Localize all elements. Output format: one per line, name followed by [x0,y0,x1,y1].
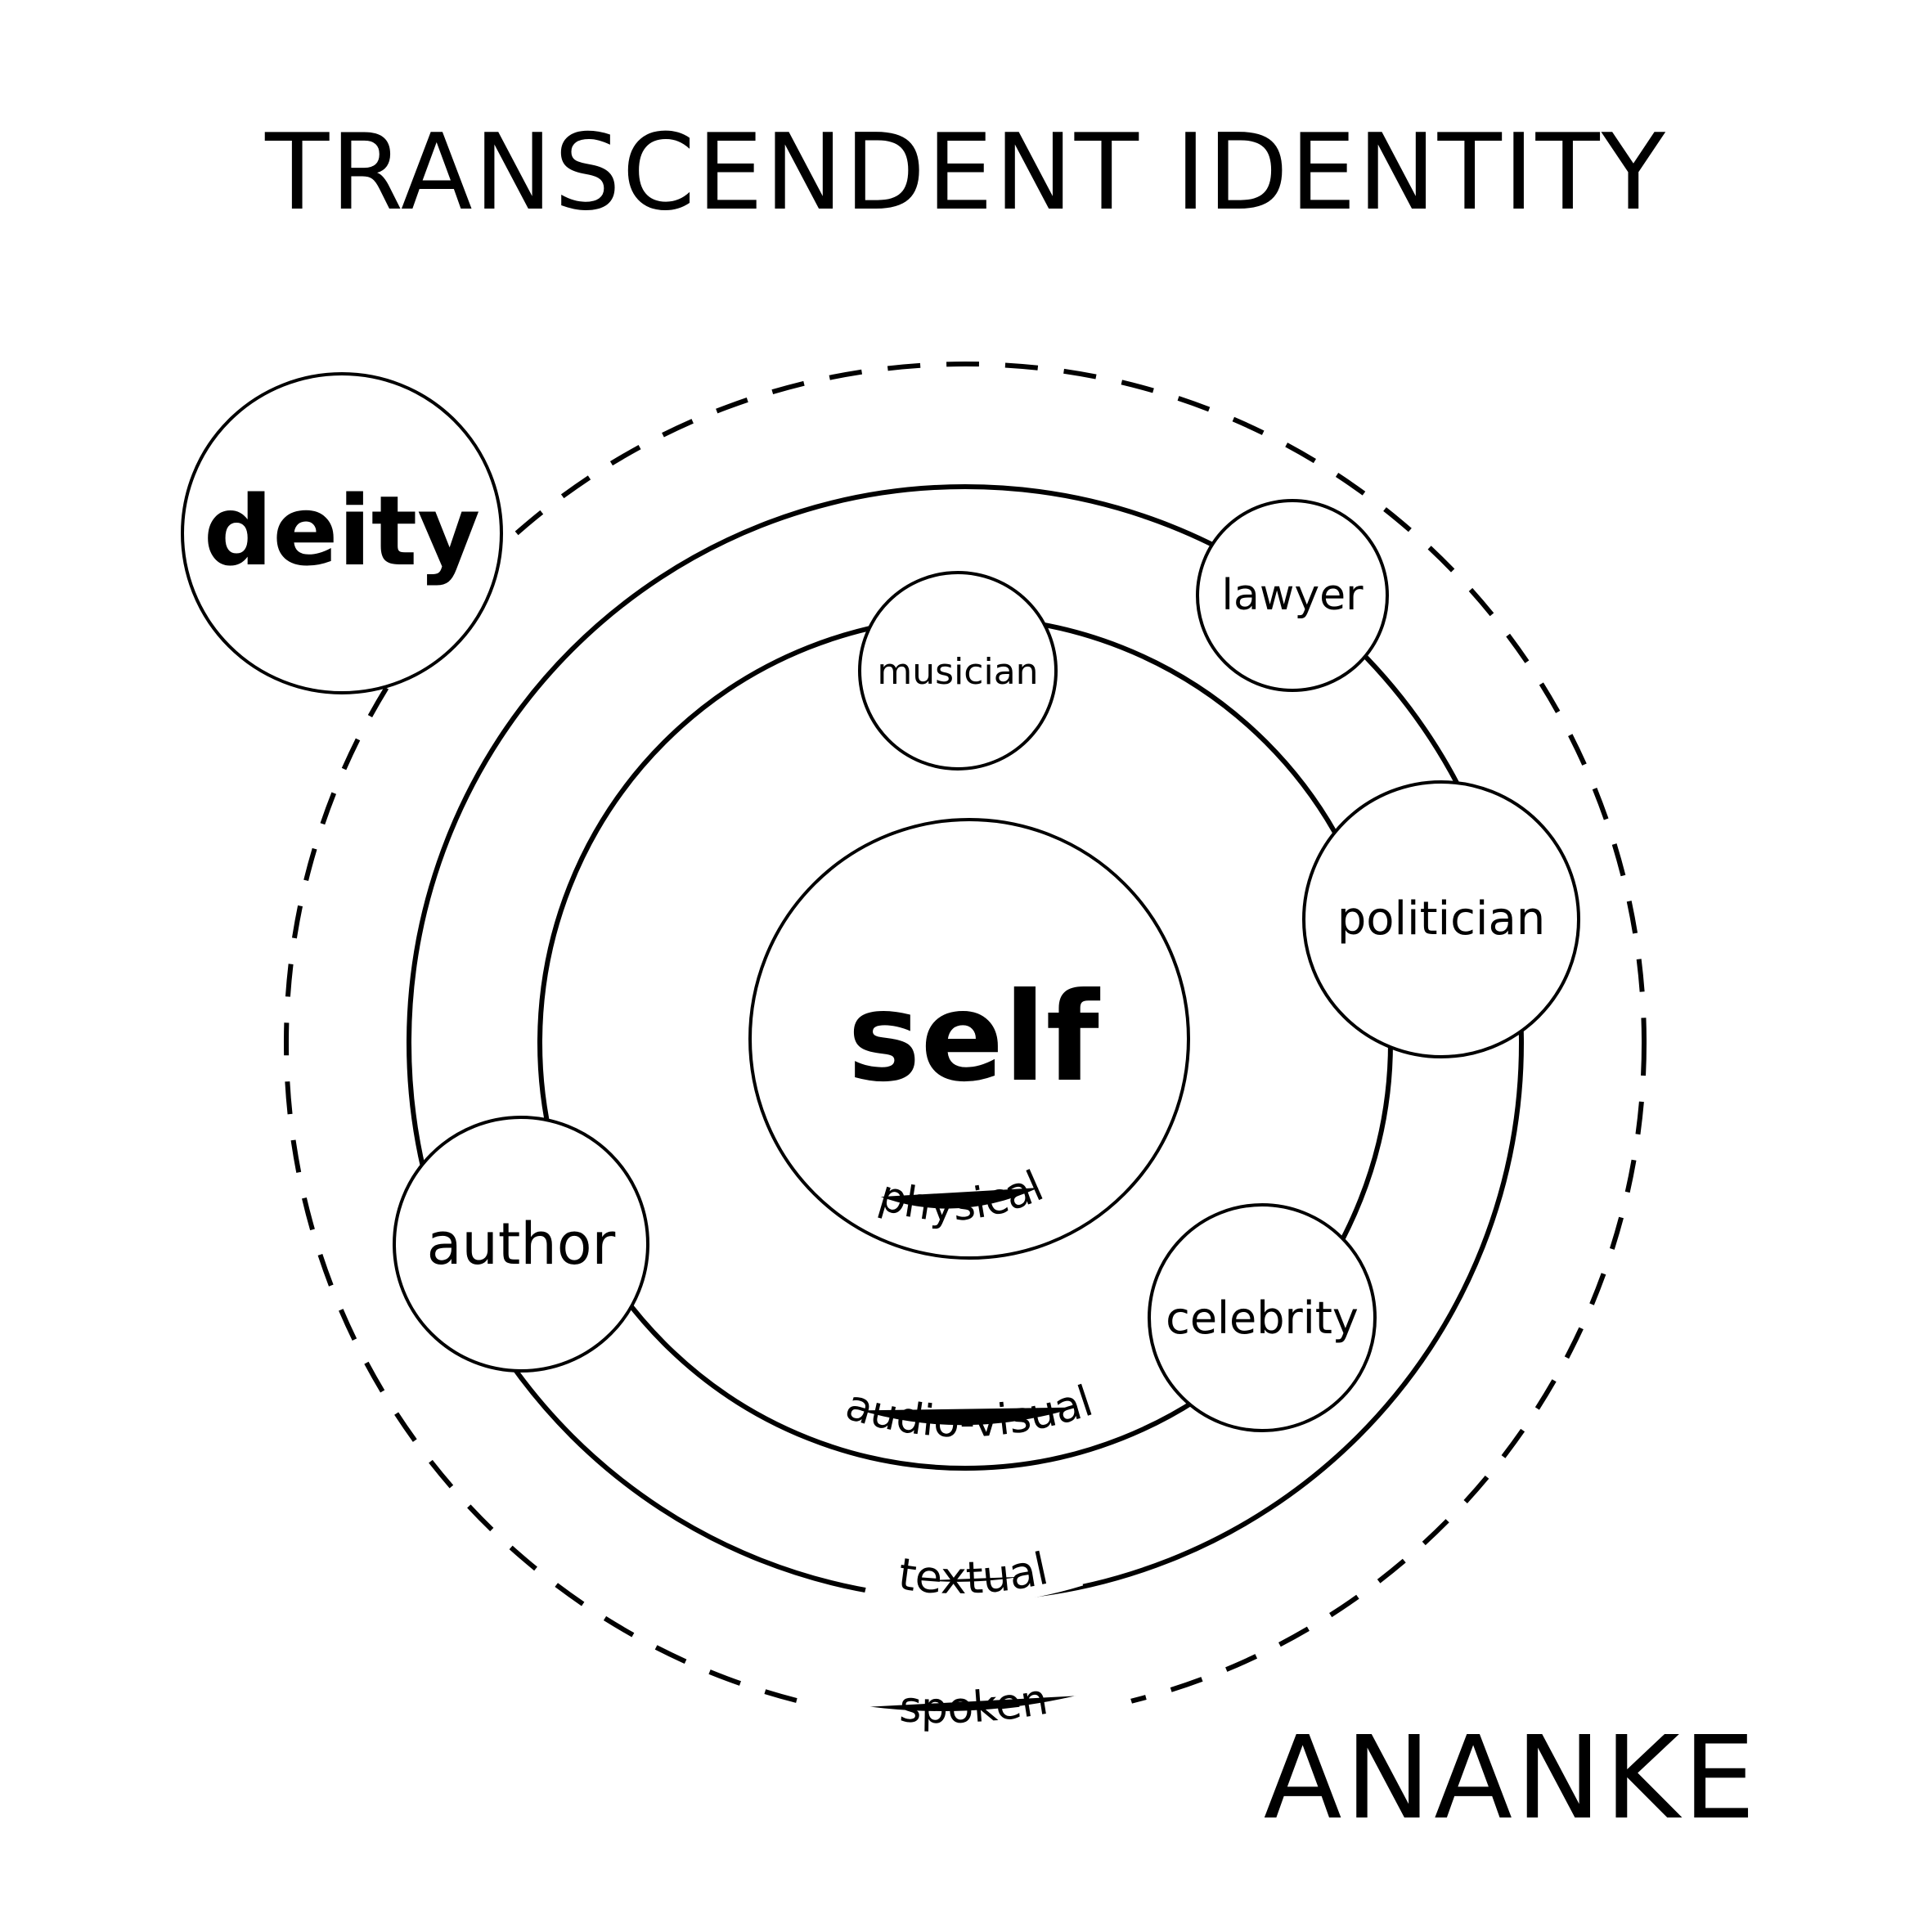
page-title: TRANSCENDENT IDENTITY [264,112,1667,234]
spoken-ring-label: spoken [898,1675,1051,1733]
textual-ring-label: textual [896,1543,1053,1604]
lawyer-label: lawyer [1222,571,1364,620]
self-node [748,818,1190,1260]
lawyer-node [1196,499,1389,692]
politician-label: politician [1337,892,1546,946]
celebrity-label: celebrity [1166,1292,1359,1344]
brand-logo-text: ANANKE [1264,1712,1759,1845]
politician-node [1302,780,1580,1058]
audio-visual-ring-label: audio-visual [840,1377,1099,1447]
musician-label: musician [877,651,1038,693]
author-label: author [427,1211,616,1278]
musician-node [858,571,1058,771]
author-node [393,1116,649,1373]
deity-node [181,372,503,694]
deity-label: deity [204,474,480,587]
celebrity-node [1148,1203,1377,1432]
self-label: self [847,967,1100,1109]
